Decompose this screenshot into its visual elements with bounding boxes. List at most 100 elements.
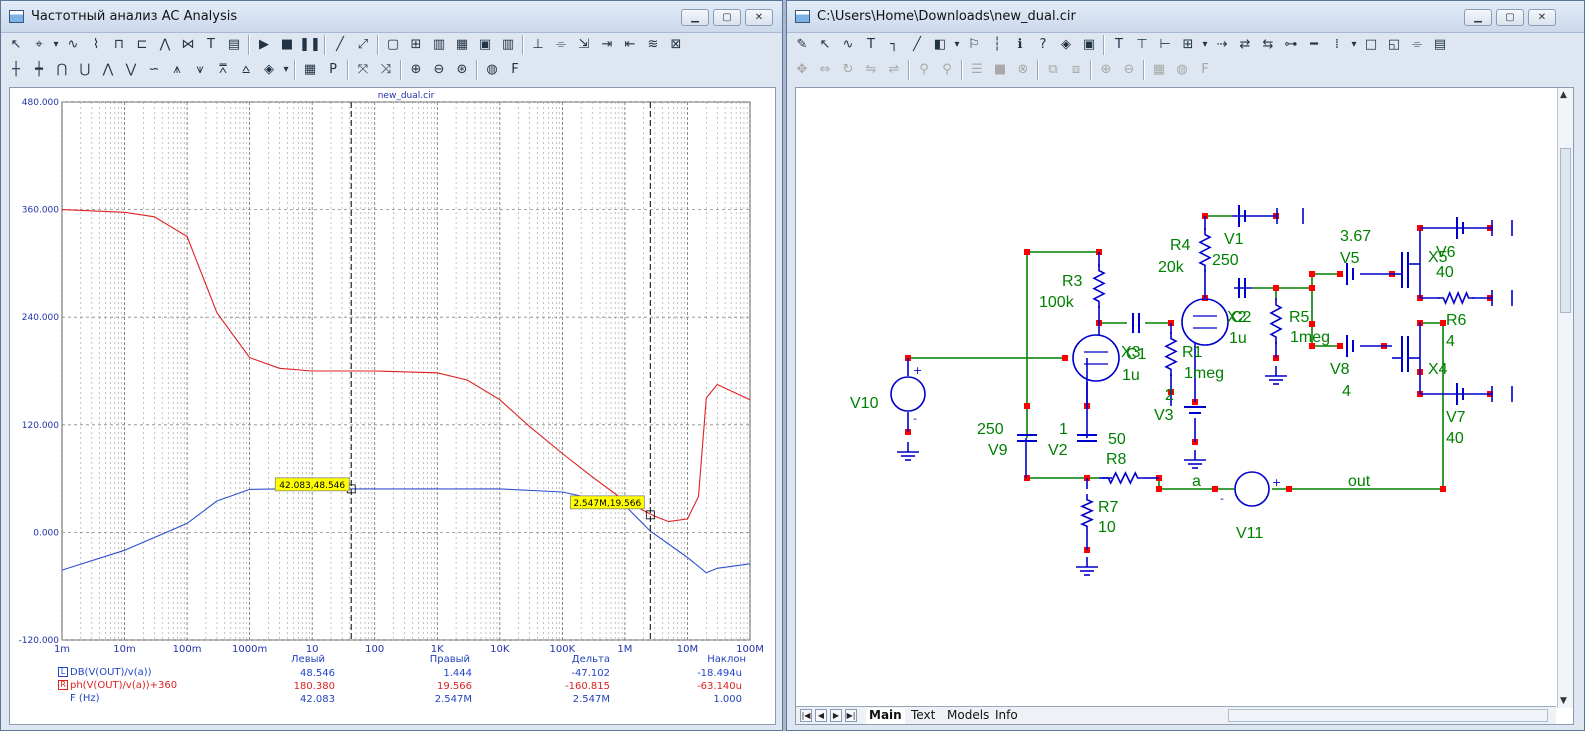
- scroll-up-icon[interactable]: ▲: [1560, 90, 1567, 100]
- label-v1[interactable]: V1: [1224, 231, 1244, 248]
- label-r8v[interactable]: 50: [1108, 431, 1126, 448]
- zoom-in-icon[interactable]: ⊕: [1100, 62, 1112, 77]
- horizontal-scrollbar[interactable]: [1228, 709, 1548, 722]
- flag-icon[interactable]: ⚐: [968, 37, 980, 52]
- text-box-icon[interactable]: T: [1115, 37, 1123, 52]
- label-r1v[interactable]: 1meg: [1184, 365, 1224, 382]
- stop-icon[interactable]: ■: [280, 37, 294, 52]
- label-r6v[interactable]: 4: [1446, 333, 1455, 350]
- grid2-icon[interactable]: ▥: [432, 37, 446, 52]
- dropdown-icon[interactable]: ▾: [954, 39, 960, 50]
- tube-x2[interactable]: [1181, 298, 1229, 346]
- minimize-button[interactable]: ▁: [681, 9, 709, 26]
- component-icon[interactable]: ◧: [933, 37, 947, 52]
- zoom-fit-icon[interactable]: ⊛: [456, 62, 468, 77]
- grid4-icon[interactable]: ▣: [478, 37, 492, 52]
- text-tool-icon[interactable]: T: [867, 37, 875, 52]
- waveform-icon[interactable]: ∿: [67, 37, 79, 52]
- global-high-icon[interactable]: ⩚: [173, 62, 181, 77]
- mirror-icon[interactable]: ⇋: [865, 62, 877, 77]
- move-icon[interactable]: ✥: [796, 62, 808, 77]
- cursor-icon[interactable]: ⌯: [1411, 37, 1423, 52]
- label-v9v[interactable]: 250: [977, 421, 1004, 438]
- peak-icon[interactable]: ⋂: [56, 62, 68, 77]
- close-button[interactable]: ✕: [1528, 9, 1556, 26]
- find2-icon[interactable]: ⚲: [942, 62, 952, 77]
- label-r6[interactable]: R6: [1446, 312, 1467, 329]
- label-v1v[interactable]: 250: [1212, 252, 1239, 269]
- resistor-r5[interactable]: [1269, 298, 1283, 344]
- label-c2v[interactable]: 1u: [1229, 330, 1247, 347]
- mirror2-icon[interactable]: ⇌: [888, 62, 900, 77]
- last-tab-icon[interactable]: ▶|: [845, 709, 857, 722]
- label-r4v[interactable]: 20k: [1158, 259, 1185, 276]
- label-r5v[interactable]: 1meg: [1290, 329, 1330, 346]
- tube-x3[interactable]: [1072, 334, 1120, 382]
- help-icon[interactable]: ?: [1039, 37, 1047, 52]
- pause-icon[interactable]: ❚❚: [299, 37, 321, 52]
- label-r3[interactable]: R3: [1062, 273, 1083, 290]
- line-icon[interactable]: ╱: [913, 37, 921, 52]
- title-bar[interactable]: C:\Users\Home\Downloads\new_dual.cir ▁ ▢…: [787, 1, 1584, 33]
- find-icon[interactable]: ⚲: [919, 62, 929, 77]
- label-r5[interactable]: R5: [1289, 309, 1310, 326]
- zoom-out-icon[interactable]: ⊖: [433, 62, 445, 77]
- label-c1v[interactable]: 1u: [1122, 367, 1140, 384]
- tab-models[interactable]: Models: [947, 708, 990, 722]
- waveform3-icon[interactable]: ⊓: [113, 37, 125, 52]
- probe-icon[interactable]: ✎: [796, 37, 808, 52]
- label-v7v[interactable]: 40: [1446, 430, 1464, 447]
- save-icon[interactable]: ▦: [1152, 62, 1166, 77]
- label-r7[interactable]: R7: [1098, 499, 1119, 516]
- rect-icon[interactable]: □: [1364, 37, 1378, 52]
- waveform6-icon[interactable]: ⋈: [181, 37, 195, 52]
- label-v8[interactable]: V8: [1330, 361, 1350, 378]
- waveform4-icon[interactable]: ⊏: [136, 37, 148, 52]
- next-tab-icon[interactable]: ▶: [830, 709, 842, 722]
- tab-text[interactable]: Text: [911, 708, 936, 722]
- label-r7v[interactable]: 10: [1098, 519, 1116, 536]
- wire2-icon[interactable]: ┐: [890, 37, 898, 52]
- source-v11[interactable]: [1234, 471, 1270, 507]
- label-v9[interactable]: V9: [988, 442, 1008, 459]
- resistor-r6[interactable]: [1438, 290, 1474, 306]
- label-x5[interactable]: X5: [1428, 249, 1448, 266]
- label-r3v[interactable]: 100k: [1039, 294, 1075, 311]
- label-v3[interactable]: V3: [1154, 407, 1174, 424]
- minimize-button[interactable]: ▁: [1464, 9, 1492, 26]
- resistor-r7[interactable]: [1080, 494, 1094, 532]
- label-c2[interactable]: C2: [1231, 309, 1252, 326]
- label-v10[interactable]: V10: [850, 395, 879, 412]
- p-icon[interactable]: P: [329, 62, 337, 77]
- pin-icon[interactable]: ┆: [993, 37, 1001, 52]
- node-number-icon[interactable]: ⊶: [1284, 37, 1298, 52]
- label-node_a[interactable]: a: [1192, 473, 1201, 490]
- line-icon[interactable]: ╱: [336, 37, 344, 52]
- grid-icon[interactable]: ⊞: [410, 37, 422, 52]
- select-icon[interactable]: ↖: [10, 37, 22, 52]
- cursor-right-icon[interactable]: ┿: [35, 62, 43, 77]
- scroll-thumb[interactable]: [1560, 148, 1571, 313]
- label-c1[interactable]: C1: [1126, 346, 1147, 363]
- flip-icon[interactable]: ⇔: [819, 62, 831, 77]
- comment-icon[interactable]: ☰: [971, 62, 983, 77]
- label-x4[interactable]: X4: [1428, 361, 1448, 378]
- prev-tab-icon[interactable]: ◀: [815, 709, 827, 722]
- table-icon[interactable]: ▦: [303, 62, 317, 77]
- label-v2[interactable]: V2: [1048, 442, 1068, 459]
- resistor-r3[interactable]: [1092, 264, 1106, 308]
- zoom-out-icon[interactable]: ⊖: [1123, 62, 1135, 77]
- tab-info[interactable]: Info: [995, 708, 1018, 722]
- frame-icon[interactable]: ▢: [386, 37, 400, 52]
- source-v10[interactable]: [890, 376, 926, 412]
- label-v11[interactable]: V11: [1236, 525, 1263, 542]
- node-icon[interactable]: ⊢: [1159, 37, 1171, 52]
- circuit-diagram[interactable]: R420kV1250R3100kX3C11uX2C21uR51megR11meg…: [796, 88, 1556, 706]
- resistor-r1[interactable]: [1164, 332, 1178, 376]
- zoom-region-icon[interactable]: ⌖: [35, 37, 43, 52]
- arrow2-icon[interactable]: ⇄: [1239, 37, 1251, 52]
